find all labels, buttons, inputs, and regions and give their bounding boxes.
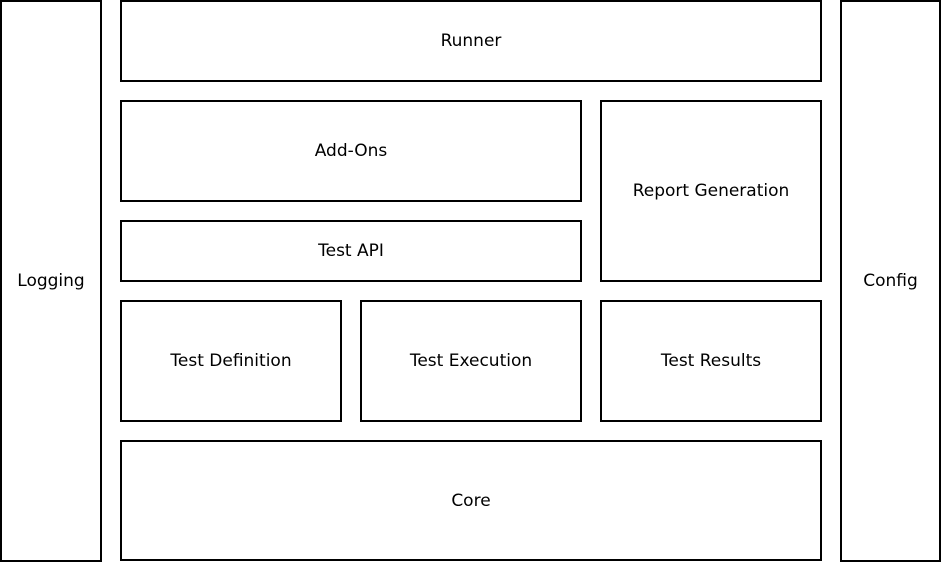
test-definition-block: Test Definition (120, 300, 342, 422)
test-results-block: Test Results (600, 300, 822, 422)
test-definition-label: Test Definition (170, 351, 292, 371)
report-generation-label: Report Generation (632, 181, 790, 201)
addons-block: Add-Ons (120, 100, 582, 202)
report-generation-block: Report Generation (600, 100, 822, 282)
test-execution-block: Test Execution (360, 300, 582, 422)
test-api-block: Test API (120, 220, 582, 282)
core-block: Core (120, 440, 822, 561)
config-block: Config (840, 0, 941, 562)
logging-block: Logging (0, 0, 102, 562)
test-results-label: Test Results (660, 351, 762, 371)
runner-block: Runner (120, 0, 822, 82)
config-label: Config (863, 271, 918, 291)
test-api-label: Test API (318, 241, 384, 261)
addons-label: Add-Ons (314, 141, 388, 161)
runner-label: Runner (440, 31, 502, 51)
test-execution-label: Test Execution (409, 351, 533, 371)
core-label: Core (451, 490, 491, 511)
logging-label: Logging (17, 271, 85, 291)
